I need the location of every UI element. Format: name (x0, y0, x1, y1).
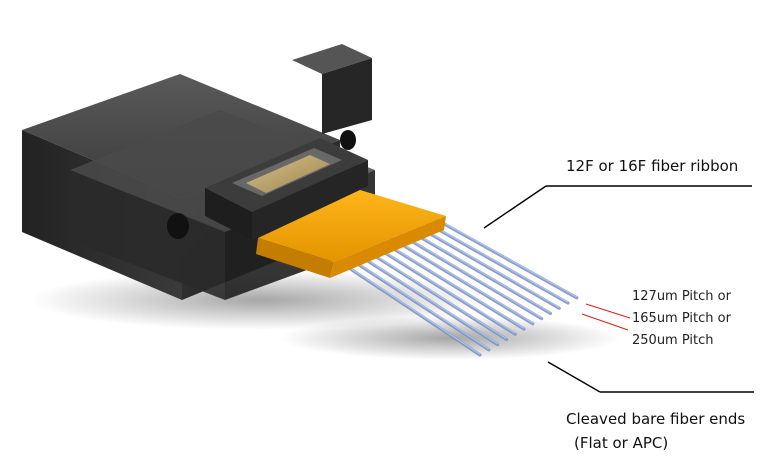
fiber-strand-highlight (433, 216, 578, 298)
pitch-marker (581, 303, 631, 331)
pitch-label-127: 127um Pitch or (632, 289, 731, 304)
fiber-strand (380, 240, 526, 331)
fiber-strand-highlight (407, 228, 551, 313)
fiber-strand (363, 248, 508, 341)
fiber-strand (389, 236, 535, 326)
fiber-strand-highlight (373, 244, 516, 334)
fiber-strand-highlight (424, 220, 569, 303)
fiber-strand-highlight (390, 236, 534, 324)
pitch-label-250: 250um Pitch (632, 333, 714, 348)
fiber-strand-highlight (348, 256, 490, 350)
ferrule-window (232, 148, 342, 196)
ribbon-leader-line (483, 185, 547, 229)
mounting-hole-right (340, 130, 356, 150)
ends-leader-line (547, 361, 601, 393)
fiber-strand (431, 216, 579, 300)
ends-label: Cleaved bare fiber ends (566, 410, 746, 428)
connector-housing (22, 44, 375, 300)
fiber-ribbon-boot (256, 190, 446, 278)
ends-label-type: (Flat or APC) (574, 434, 669, 452)
fiber-strand (355, 252, 500, 347)
pitch-label-165: 165um Pitch or (632, 311, 731, 326)
fiber-strand (423, 220, 570, 305)
fiber-strand (414, 224, 561, 310)
fiber-strand-highlight (416, 224, 560, 308)
fiber-strand-highlight (365, 248, 507, 339)
ribbon-label: 12F or 16F fiber ribbon (566, 157, 739, 175)
fiber-strand-highlight (382, 240, 525, 329)
fiber-strand (346, 256, 491, 352)
fiber-strand (338, 260, 482, 357)
fiber-strand-highlight (399, 232, 542, 319)
fiber-strand-highlight (356, 252, 498, 345)
fiber-strands (338, 216, 579, 357)
mounting-hole-left (167, 213, 189, 239)
fiber-strand (372, 244, 517, 336)
fiber-shadow (280, 316, 620, 360)
fiber-strand (397, 232, 544, 321)
fiber-strand-highlight (339, 260, 481, 355)
fiber-strand (406, 228, 553, 315)
